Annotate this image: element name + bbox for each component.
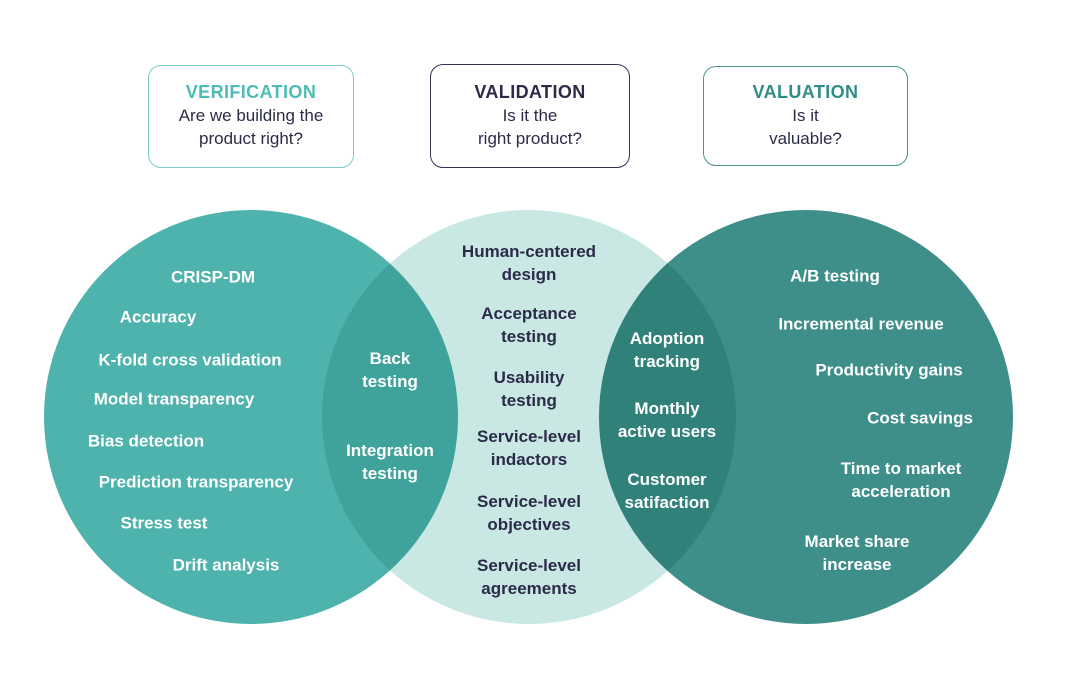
valuation-circle [599, 210, 1013, 624]
verification-header-box: VERIFICATION Are we building the product… [148, 65, 354, 168]
validation-item: Acceptance testing [481, 304, 577, 346]
validation-valuation-overlap-item: Customer satifaction [624, 470, 710, 512]
verification-item: Stress test [120, 513, 208, 533]
valuation-item: Time to market acceleration [840, 459, 962, 501]
valuation-question: Is it valuable? [769, 105, 842, 148]
valuation-item: A/B testing [790, 266, 880, 286]
verification-item: K-fold cross validation [98, 350, 282, 370]
valuation-item: Market share increase [804, 532, 910, 574]
verification-validation-overlap-item: Integration testing [346, 441, 434, 483]
verification-question: Are we building the product right? [178, 106, 324, 148]
validation-question: Is it the right product? [478, 105, 582, 148]
verification-item: CRISP-DM [170, 267, 256, 287]
verification-item: Prediction transparency [98, 472, 294, 492]
validation-item: Usability testing [493, 368, 565, 410]
validation-valuation-overlap-item: Adoption tracking [629, 329, 705, 371]
verification-item: Model transparency [93, 389, 255, 409]
verification-item: Drift analysis [172, 555, 280, 575]
valuation-header-box: VALUATION Is it valuable? [703, 66, 908, 166]
valuation-item: Incremental revenue [778, 314, 944, 334]
valuation-item: Productivity gains [815, 360, 963, 380]
valuation-item: Cost savings [867, 408, 973, 428]
validation-item: Service-level agreements [477, 556, 581, 598]
validation-item: Service-level indactors [477, 427, 581, 469]
validation-title: VALIDATION [474, 81, 586, 102]
validation-header-box: VALIDATION Is it the right product? [430, 64, 630, 168]
valuation-title: VALUATION [752, 81, 859, 102]
verification-title: VERIFICATION [185, 82, 317, 103]
validation-item: Service-level objectives [477, 492, 581, 534]
verification-item: Bias detection [87, 431, 205, 451]
validation-valuation-overlap-item: Monthly active users [617, 399, 717, 441]
validation-item: Human-centered design [461, 242, 597, 284]
verification-validation-overlap-item: Back testing [362, 349, 418, 391]
verification-item: Accuracy [119, 307, 197, 327]
